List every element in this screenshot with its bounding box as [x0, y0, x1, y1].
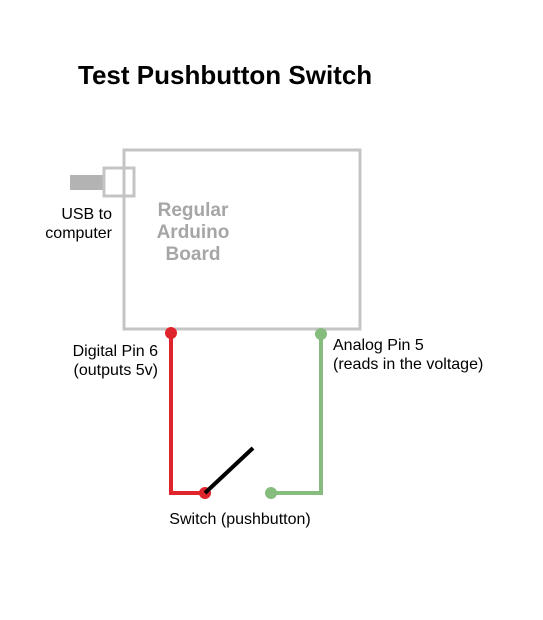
- usb-cable: [70, 175, 106, 190]
- digital-pin-wire: [169, 333, 205, 495]
- board-label-line: Board: [165, 244, 221, 265]
- digital-pin-label-line: (outputs 5v): [73, 362, 158, 379]
- switch-contact-right: [265, 487, 277, 499]
- usb-label-line: USB to: [61, 206, 112, 223]
- board-label-line: Regular: [157, 200, 229, 221]
- analog-pin-label: Analog Pin 5 (reads in the voltage): [333, 336, 483, 374]
- digital-pin-label-line: Digital Pin 6: [72, 343, 158, 360]
- analog-pin-wire: [271, 334, 323, 495]
- usb-label-line: computer: [45, 225, 112, 242]
- diagram-title: Test Pushbutton Switch: [78, 60, 373, 90]
- usb-label: USB to computer: [30, 205, 112, 243]
- analog-pin-label-line: Analog Pin 5: [333, 337, 424, 354]
- switch-label: Switch (pushbutton): [169, 511, 311, 528]
- switch-lever: [203, 446, 255, 495]
- digital-pin-6-dot: [165, 327, 177, 339]
- digital-pin-label: Digital Pin 6 (outputs 5v): [40, 342, 158, 380]
- analog-pin-label-line: (reads in the voltage): [333, 356, 484, 373]
- usb-connector: [102, 166, 136, 198]
- analog-pin-5-dot: [315, 328, 327, 340]
- board-label-line: Arduino: [156, 222, 230, 243]
- arduino-board: [122, 148, 362, 331]
- board-label: Regular Arduino Board: [140, 200, 246, 266]
